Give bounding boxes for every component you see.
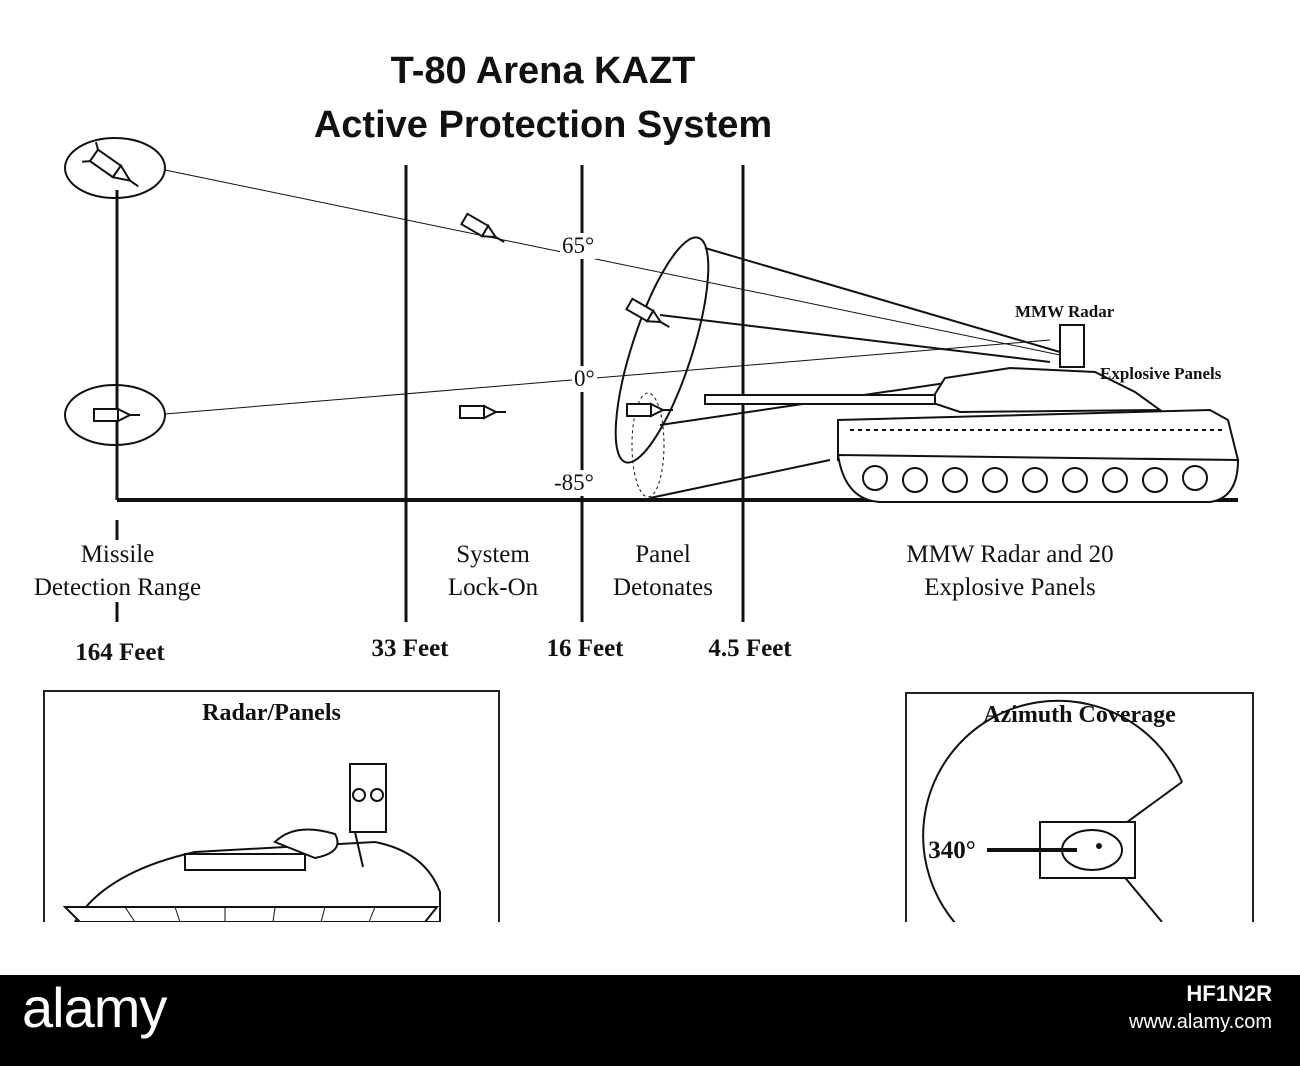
diagram-title-line2: Active Protection System (313, 104, 773, 146)
radar-beam-bottom (649, 459, 831, 499)
stage-label-line2: Detection Range (33, 574, 202, 601)
azimuth-diagram (922, 699, 1183, 922)
image-meta: HF1N2R www.alamy.com (1129, 981, 1272, 1034)
angle-label-65: 65° (560, 233, 597, 259)
diagram-title-line1: T-80 Arena KAZT (390, 50, 696, 92)
stage-label-line1: Missile (80, 541, 155, 568)
angle-label-minus85: -85° (552, 470, 596, 496)
turret-illustration (62, 763, 441, 922)
stage-label-line2: Explosive Panels (924, 574, 1096, 601)
inset-title: Azimuth Coverage (983, 702, 1176, 728)
stage-label-line2: Lock-On (447, 574, 539, 601)
distance-label: 33 Feet (371, 635, 449, 662)
azimuth-angle-label: 340° (928, 837, 976, 864)
panel-coverage-fan-lower (631, 392, 665, 498)
stage-label-detection: Missile Detection Range (10, 538, 225, 604)
missile-icon (82, 141, 139, 188)
stage-label-radar-panels: MMW Radar and 20 Explosive Panels (860, 538, 1160, 604)
stage-label-lockon: System Lock-On (418, 538, 568, 604)
missile-icon (459, 404, 506, 420)
missile-detection-ellipse-upper (64, 137, 166, 199)
azimuth-coverage-inset: Azimuth Coverage 340° (905, 692, 1254, 922)
missile-icon (625, 297, 670, 328)
trajectory-lower (164, 339, 1051, 415)
image-url: www.alamy.com (1129, 1011, 1272, 1033)
brand-logo: alamy (22, 976, 167, 1039)
missile-icon (93, 407, 140, 423)
watermark-bar: alamy HF1N2R www.alamy.com (0, 975, 1300, 1066)
main-diagram (64, 137, 1240, 622)
missile-icon (626, 402, 673, 418)
image-id: HF1N2R (1186, 981, 1272, 1006)
tank-icon (704, 324, 1240, 503)
radar-beam-top (704, 247, 1061, 353)
radar-beam-upper (659, 314, 1051, 363)
distance-label: 4.5 Feet (708, 635, 792, 662)
stage-label-line1: MMW Radar and 20 (906, 541, 1114, 568)
stage-label-line1: System (456, 541, 530, 568)
trajectory-upper (164, 169, 1061, 356)
panel-coverage-fan (614, 236, 710, 464)
distance-label: 16 Feet (546, 635, 624, 662)
stage-label-line2: Detonates (613, 574, 713, 601)
inset-title: Radar/Panels (202, 700, 341, 726)
radar-panels-inset: Radar/Panels (43, 690, 500, 922)
mmw-radar-label: MMW Radar (1015, 302, 1115, 321)
stage-label-line1: Panel (635, 541, 691, 568)
missile-detection-ellipse-lower (64, 384, 166, 446)
stage-label-detonate: Panel Detonates (588, 538, 738, 604)
explosive-panels-label: Explosive Panels (1100, 364, 1222, 383)
missile-icon (460, 212, 505, 243)
distance-label: 164 Feet (75, 639, 165, 666)
angle-label-0: 0° (572, 366, 597, 392)
